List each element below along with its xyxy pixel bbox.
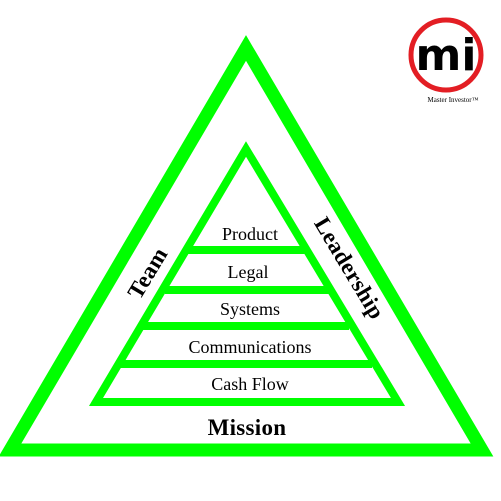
inner-pyramid (88, 141, 406, 406)
logo-ring (408, 17, 484, 93)
level-label-systems: Systems (220, 299, 280, 319)
logo-mark: mi (416, 30, 477, 81)
side-label-mission: Mission (208, 415, 287, 440)
level-label-legal: Legal (228, 262, 269, 282)
master-investor-logo-icon: mi Master Investor™ (408, 17, 484, 104)
level-label-communications: Communications (189, 337, 312, 357)
outer-triangle (0, 35, 494, 457)
level-label-cash-flow: Cash Flow (211, 374, 289, 394)
level-label-product: Product (222, 224, 278, 244)
pyramid-level-dividers (120, 246, 372, 368)
logo-caption: Master Investor™ (428, 96, 479, 104)
